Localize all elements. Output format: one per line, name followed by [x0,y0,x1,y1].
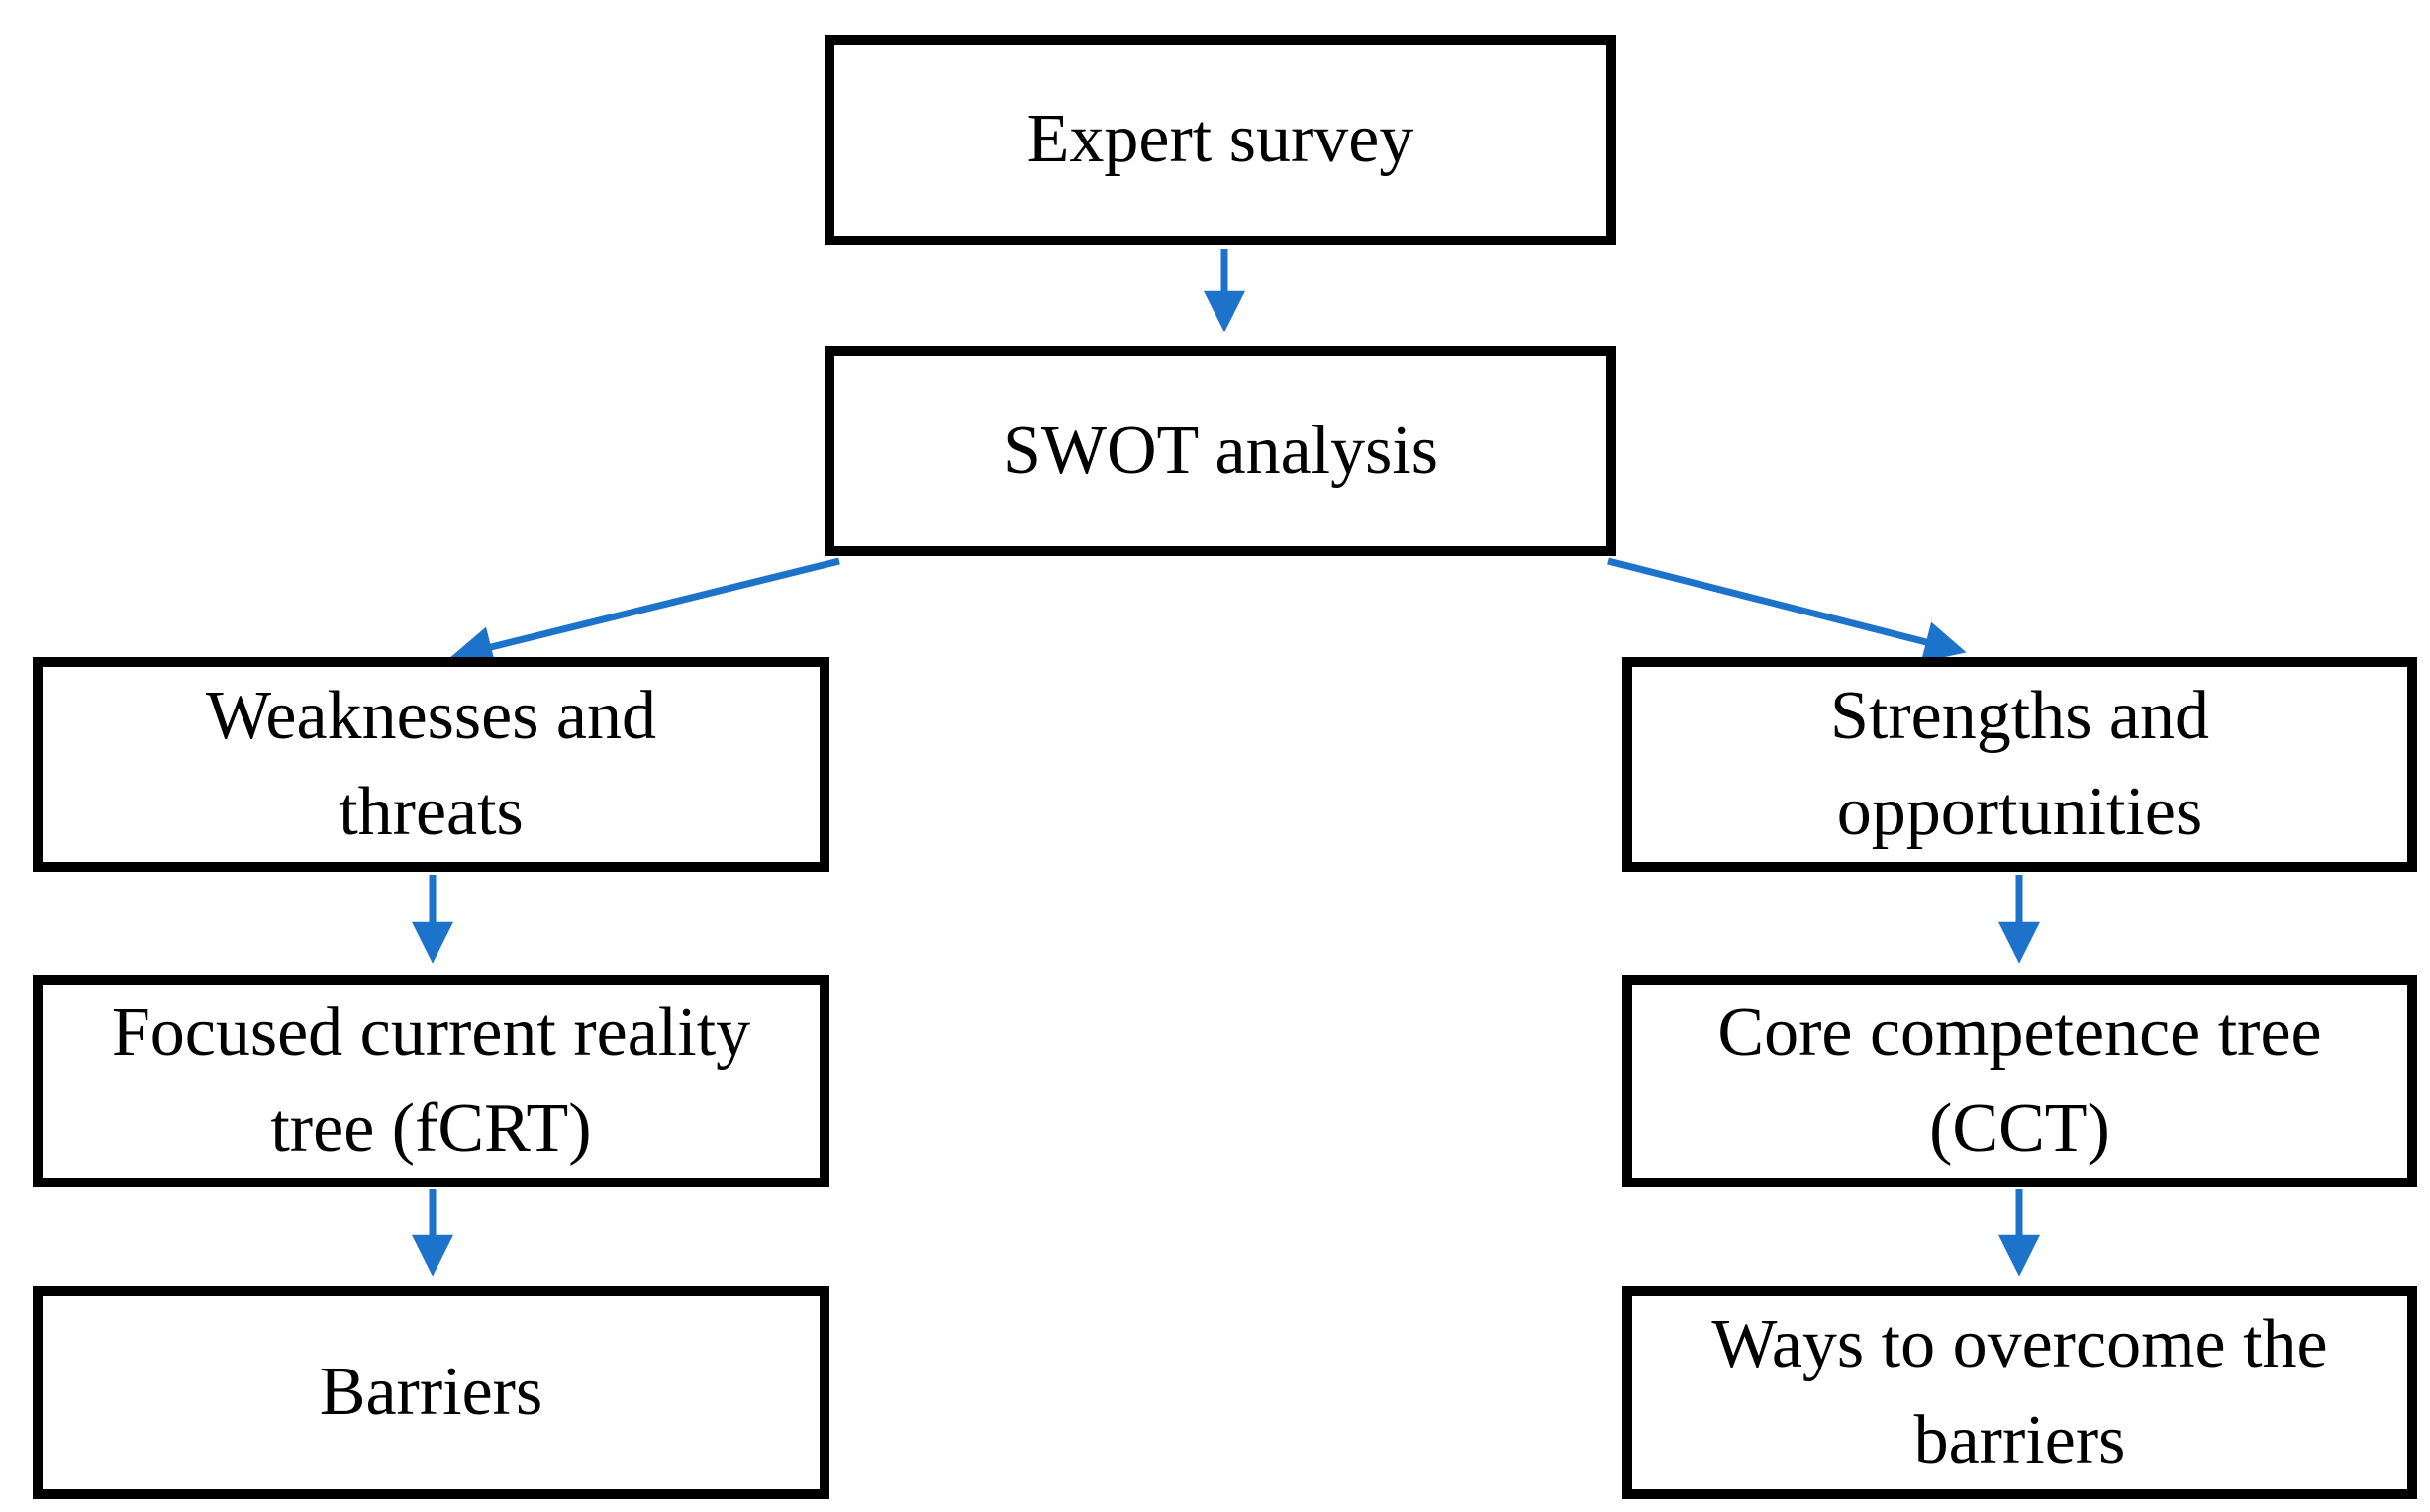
node-barriers: Barriers [33,1286,829,1499]
node-ways-to-overcome-barriers-label: Ways to overcome the barriers [1711,1305,2328,1478]
node-weaknesses-threats: Weaknesses and threats [33,657,829,872]
node-core-competence-tree-label: Core competence tree (CCT) [1717,993,2322,1167]
node-strengths-opportunities-label: Strengths and opportunities [1829,677,2210,850]
node-ways-to-overcome-barriers: Ways to overcome the barriers [1622,1286,2417,1499]
node-core-competence-tree: Core competence tree (CCT) [1622,975,2417,1187]
node-focused-current-reality-tree-label: Focused current reality tree (fCRT) [111,993,751,1167]
node-swot-analysis: SWOT analysis [825,346,1616,556]
node-weaknesses-threats-label: Weaknesses and threats [205,677,657,850]
node-barriers-label: Barriers [319,1354,543,1431]
node-swot-analysis-label: SWOT analysis [1002,412,1439,489]
node-strengths-opportunities: Strengths and opportunities [1622,657,2417,872]
arrow-swot-to-weaknesses [450,557,840,668]
node-focused-current-reality-tree: Focused current reality tree (fCRT) [33,975,829,1187]
node-expert-survey-label: Expert survey [1026,101,1414,178]
arrow-swot-to-strengths [1607,557,1967,663]
node-expert-survey: Expert survey [825,35,1616,245]
